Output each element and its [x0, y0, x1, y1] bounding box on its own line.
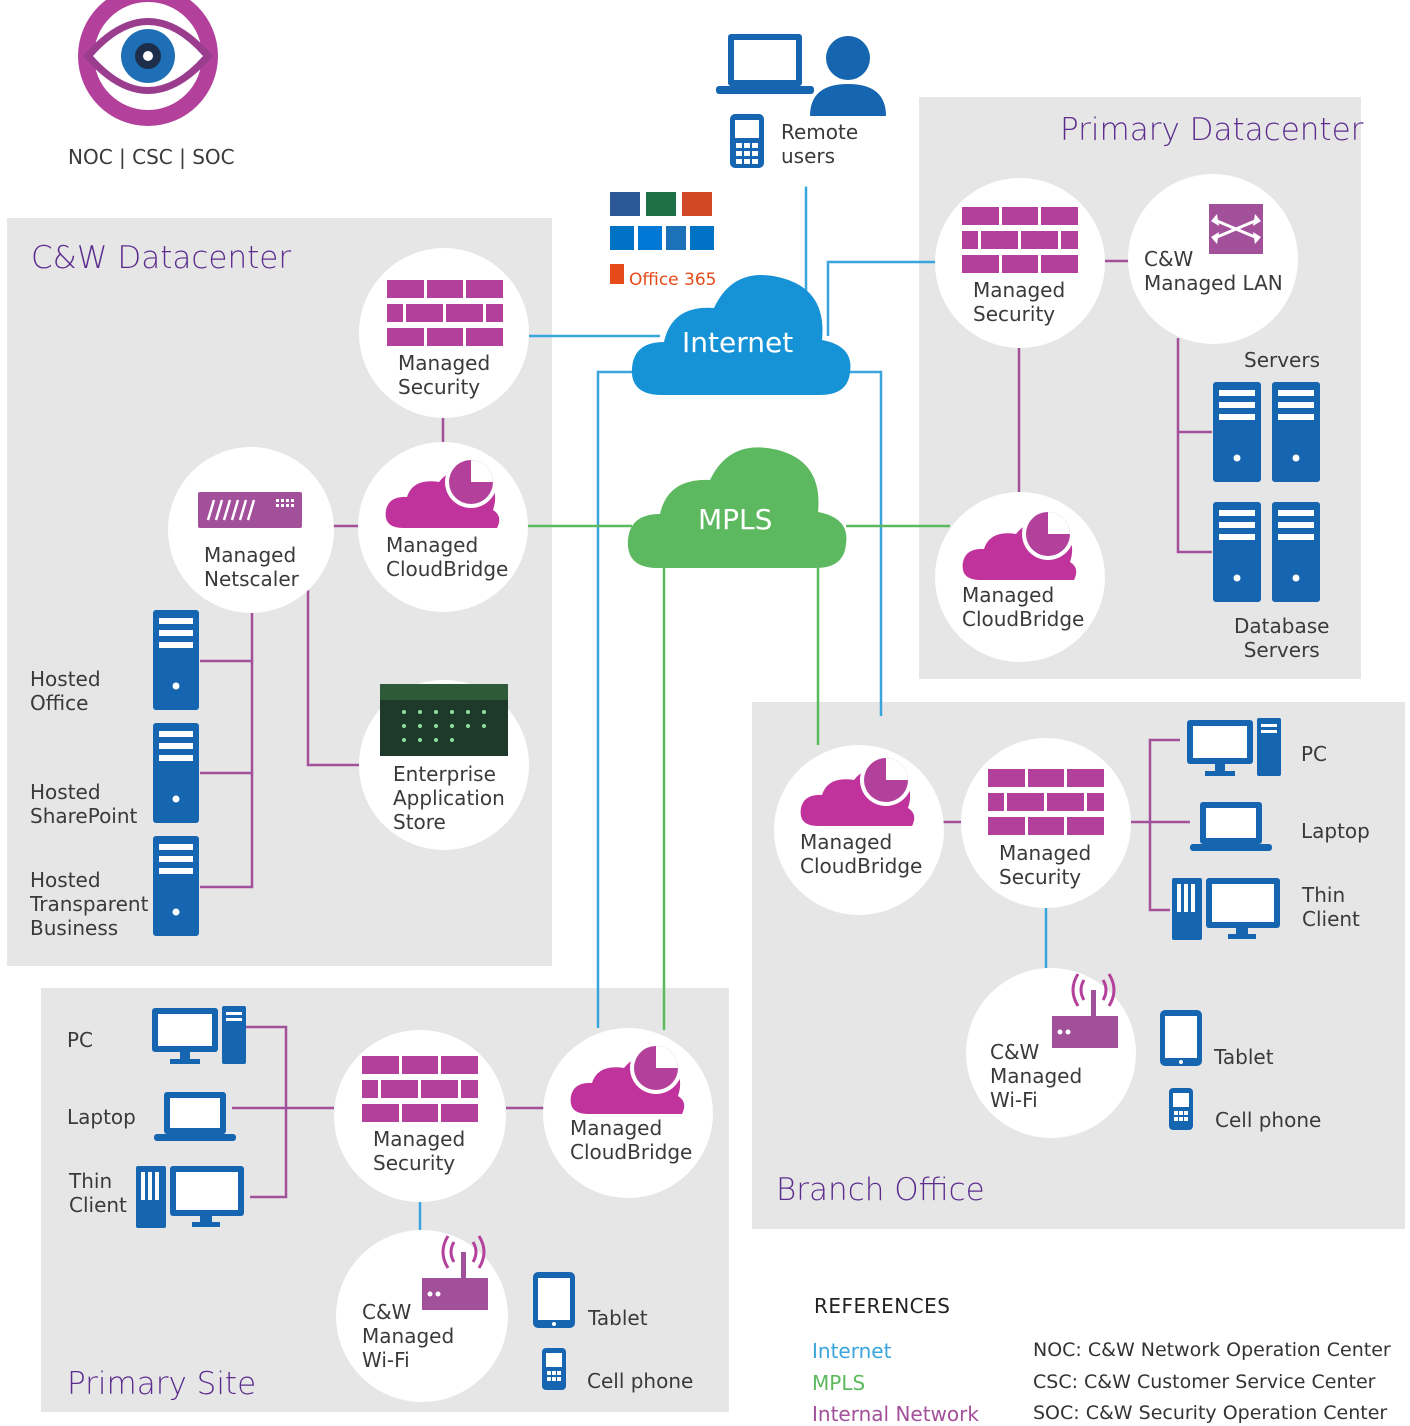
remote-users-label: Remote users — [781, 120, 859, 168]
logo-caption: NOC | CSC | SOC — [68, 145, 235, 169]
pd-lan-node — [1128, 174, 1298, 344]
br-thin-client-label: Thin Client — [1302, 883, 1360, 931]
server-tower-icon — [1213, 382, 1261, 482]
eye-icon — [78, 0, 218, 126]
internal-links — [200, 259, 1212, 1199]
ref-noc: NOC: C&W Network Operation Center — [1033, 1339, 1391, 1361]
ps-security-label: Managed Security — [373, 1127, 466, 1175]
thin-client-icon — [1172, 878, 1280, 940]
legend-internal-network: Internal Network — [812, 1402, 979, 1426]
cw-appstore-label: Enterprise Application Store — [393, 762, 505, 834]
tablet-icon — [533, 1272, 575, 1328]
server-tower-icon — [153, 610, 199, 710]
primary-site-title: Primary Site — [67, 1366, 257, 1402]
servers-label: Servers — [1244, 348, 1321, 372]
pd-lan-label: C&W Managed LAN — [1144, 247, 1283, 295]
legend-internet: Internet — [812, 1339, 892, 1363]
ps-pc-label: PC — [67, 1028, 94, 1052]
database-server-icon — [1272, 502, 1320, 602]
pd-cloudbridge-label: Managed CloudBridge — [962, 583, 1085, 631]
cw-security-label: Managed Security — [398, 351, 491, 399]
firewall-icon — [988, 769, 1104, 835]
br-wifi-label: C&W Managed Wi-Fi — [990, 1040, 1083, 1112]
br-cloudbridge-node — [774, 745, 944, 915]
cell-phone-icon — [730, 114, 764, 168]
primary-datacenter-title: Primary Datacenter — [1060, 112, 1364, 148]
hosted-office-label: Hosted Office — [30, 667, 101, 715]
app-store-screen-icon — [380, 684, 508, 756]
br-pc-label: PC — [1301, 742, 1328, 766]
br-cloudbridge-label: Managed CloudBridge — [800, 830, 923, 878]
cloudbridge-icon — [962, 508, 1077, 580]
hosted-sharepoint-label: Hosted SharePoint — [30, 780, 138, 828]
ps-tablet-label: Tablet — [588, 1306, 648, 1330]
firewall-icon — [362, 1056, 478, 1122]
cw-cloudbridge-label: Managed CloudBridge — [386, 533, 509, 581]
firewall-icon — [387, 280, 503, 346]
laptop-icon — [1190, 802, 1272, 851]
wifi-router-icon — [1052, 973, 1118, 1048]
ps-thin-client-label: Thin Client — [69, 1169, 127, 1217]
internet-cloud-icon — [631, 274, 851, 395]
firewall-icon — [962, 207, 1078, 273]
switch-icon — [1209, 204, 1263, 254]
mpls-cloud-icon — [627, 447, 847, 568]
server-tower-icon — [153, 723, 199, 823]
br-laptop-label: Laptop — [1301, 819, 1370, 843]
cloudbridge-icon — [800, 754, 915, 826]
database-servers-label: Database Servers — [1234, 614, 1330, 662]
mpls-cloud-label: MPLS — [698, 503, 773, 536]
office-apps-icon — [610, 192, 714, 284]
wifi-router-icon — [422, 1235, 488, 1310]
cloudbridge-icon — [570, 1042, 685, 1114]
server-tower-icon — [1272, 382, 1320, 482]
pc-icon — [1187, 718, 1281, 776]
branch-office-title: Branch Office — [776, 1172, 985, 1208]
br-security-label: Managed Security — [999, 841, 1092, 889]
br-cell-phone-label: Cell phone — [1215, 1108, 1322, 1132]
server-tower-icon — [153, 836, 199, 936]
pc-icon — [152, 1006, 246, 1064]
references-heading: REFERENCES — [814, 1294, 951, 1318]
tablet-icon — [1160, 1010, 1202, 1066]
ps-wifi-node — [336, 1230, 508, 1402]
user-icon — [810, 36, 886, 116]
ps-cloudbridge-label: Managed CloudBridge — [570, 1116, 693, 1164]
mpls-links — [528, 524, 950, 1030]
internet-cloud-label: Internet — [682, 326, 794, 359]
ps-cell-phone-label: Cell phone — [587, 1369, 694, 1393]
br-wifi-node — [966, 968, 1136, 1138]
legend-mpls: MPLS — [812, 1371, 866, 1395]
office365-label: Office 365 — [629, 270, 717, 290]
hosted-transparent-label: Hosted Transparent Business — [30, 868, 149, 940]
ps-laptop-label: Laptop — [67, 1105, 136, 1129]
laptop-icon — [716, 34, 814, 94]
netscaler-icon — [198, 492, 302, 528]
br-tablet-label: Tablet — [1214, 1045, 1274, 1069]
cw-datacenter-title: C&W Datacenter — [31, 240, 292, 276]
ref-soc: SOC: C&W Security Operation Center — [1033, 1402, 1388, 1424]
cell-phone-icon — [1169, 1088, 1193, 1130]
cell-phone-icon — [542, 1348, 566, 1390]
ps-wifi-label: C&W Managed Wi-Fi — [362, 1300, 455, 1372]
cloudbridge-icon — [385, 456, 500, 528]
thin-client-icon — [136, 1166, 244, 1228]
cw-netscaler-node — [168, 447, 334, 613]
cw-netscaler-label: Managed Netscaler — [204, 543, 299, 591]
ref-csc: CSC: C&W Customer Service Center — [1033, 1371, 1376, 1393]
database-server-icon — [1213, 502, 1261, 602]
pd-security-label: Managed Security — [973, 278, 1066, 326]
laptop-icon — [154, 1092, 236, 1141]
